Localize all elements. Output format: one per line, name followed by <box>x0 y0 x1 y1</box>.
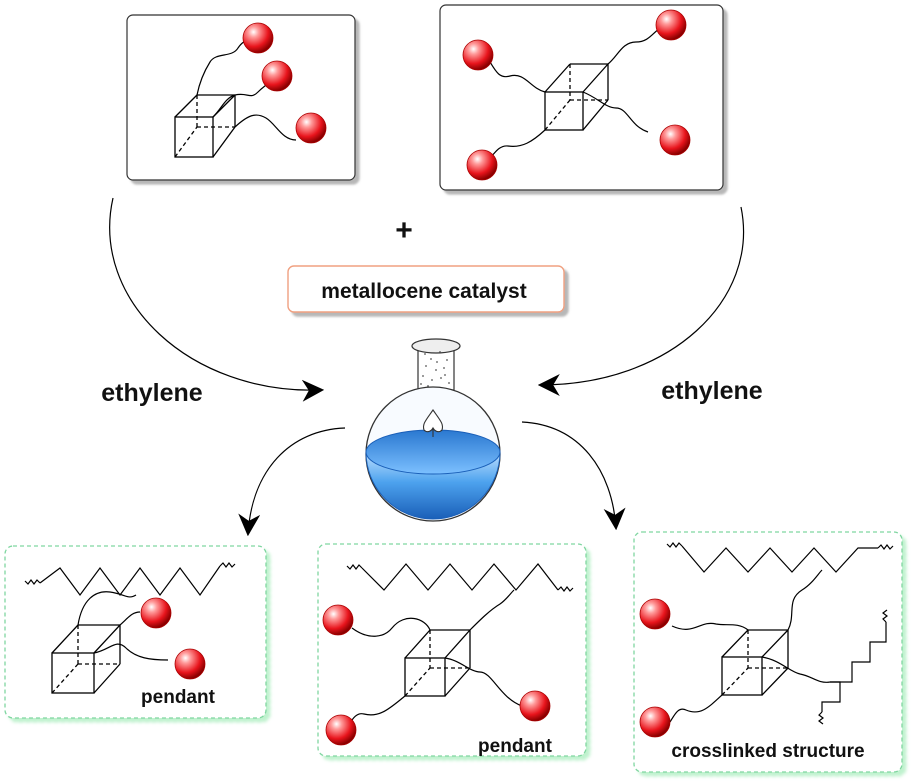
reactant-box-2 <box>439 4 724 191</box>
catalyst-box: metallocene catalyst <box>287 265 565 313</box>
plus-sign: + <box>395 214 413 247</box>
bead-icon <box>655 9 687 41</box>
product-box-1: pendant <box>4 545 267 719</box>
product-label-right: crosslinked structure <box>671 741 864 762</box>
poss-cage-icon <box>721 629 789 696</box>
poss-cage-icon <box>544 63 609 131</box>
arrow-left <box>109 197 325 402</box>
bead-icon <box>295 112 327 144</box>
tether-chain <box>669 569 831 723</box>
bead-icon <box>659 124 691 156</box>
catalyst-label: metallocene catalyst <box>321 280 526 303</box>
bead-icon <box>639 598 671 630</box>
polyethylene-chain <box>346 563 574 592</box>
bead-icon <box>242 22 274 54</box>
product-box-2: pendant <box>317 543 587 757</box>
reagent-label-left: ethylene <box>101 379 203 407</box>
product-label-middle: pendant <box>478 736 553 757</box>
arrow-product-left <box>238 427 346 537</box>
tether-chain <box>77 591 169 661</box>
polyethylene-chain <box>666 542 894 573</box>
bead-icon <box>322 604 354 636</box>
bead-icon <box>639 706 671 738</box>
bead-icon <box>462 39 494 71</box>
bead-icon <box>140 597 172 629</box>
product-label-left: pendant <box>141 687 216 708</box>
bead-icon <box>174 648 206 680</box>
arrow-product-right <box>521 421 626 531</box>
bead-icon <box>261 60 293 92</box>
crosslink-chain <box>818 609 888 725</box>
reagent-label-right: ethylene <box>661 377 763 405</box>
poss-cage-icon <box>174 94 236 158</box>
bead-icon <box>519 690 551 722</box>
arrow-right <box>537 206 745 396</box>
bead-icon <box>325 714 357 746</box>
reactant-box-1 <box>126 14 356 181</box>
poss-cage-icon <box>404 629 471 697</box>
bead-icon <box>466 149 498 181</box>
polyethylene-chain <box>24 562 236 597</box>
product-box-3: crosslinked structure <box>633 531 903 773</box>
flask-icon <box>365 338 501 522</box>
